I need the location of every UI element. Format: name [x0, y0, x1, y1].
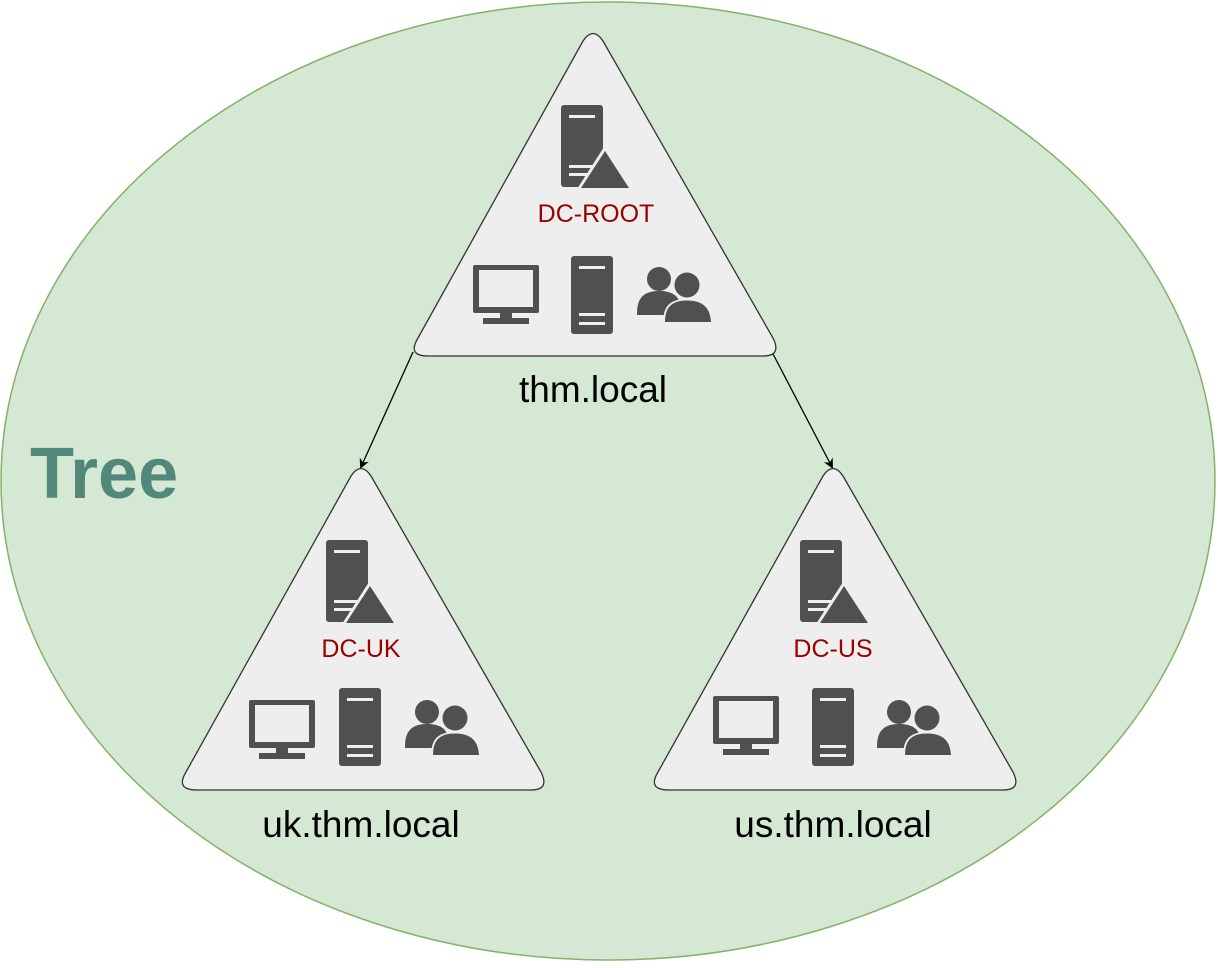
server-icon: [339, 688, 381, 766]
tree-label: Tree: [30, 434, 178, 514]
dc-label: DC-US: [793, 635, 872, 663]
domain-uk[interactable]: DC-UK uk.thm.local: [181, 467, 545, 846]
dc-label: DC-ROOT: [538, 200, 655, 228]
domain-name-label: uk.thm.local: [262, 804, 459, 845]
edge-root-to-uk: [359, 351, 414, 469]
edge-root-to-us: [771, 351, 833, 469]
domain-root[interactable]: DC-ROOT thm.local: [413, 32, 777, 411]
domain-name-label: thm.local: [519, 369, 667, 410]
domain-us[interactable]: DC-US us.thm.local: [653, 467, 1017, 846]
server-icon: [812, 688, 854, 766]
dc-label: DC-UK: [321, 635, 400, 663]
domain-name-label: us.thm.local: [734, 804, 931, 845]
server-icon: [571, 256, 613, 334]
